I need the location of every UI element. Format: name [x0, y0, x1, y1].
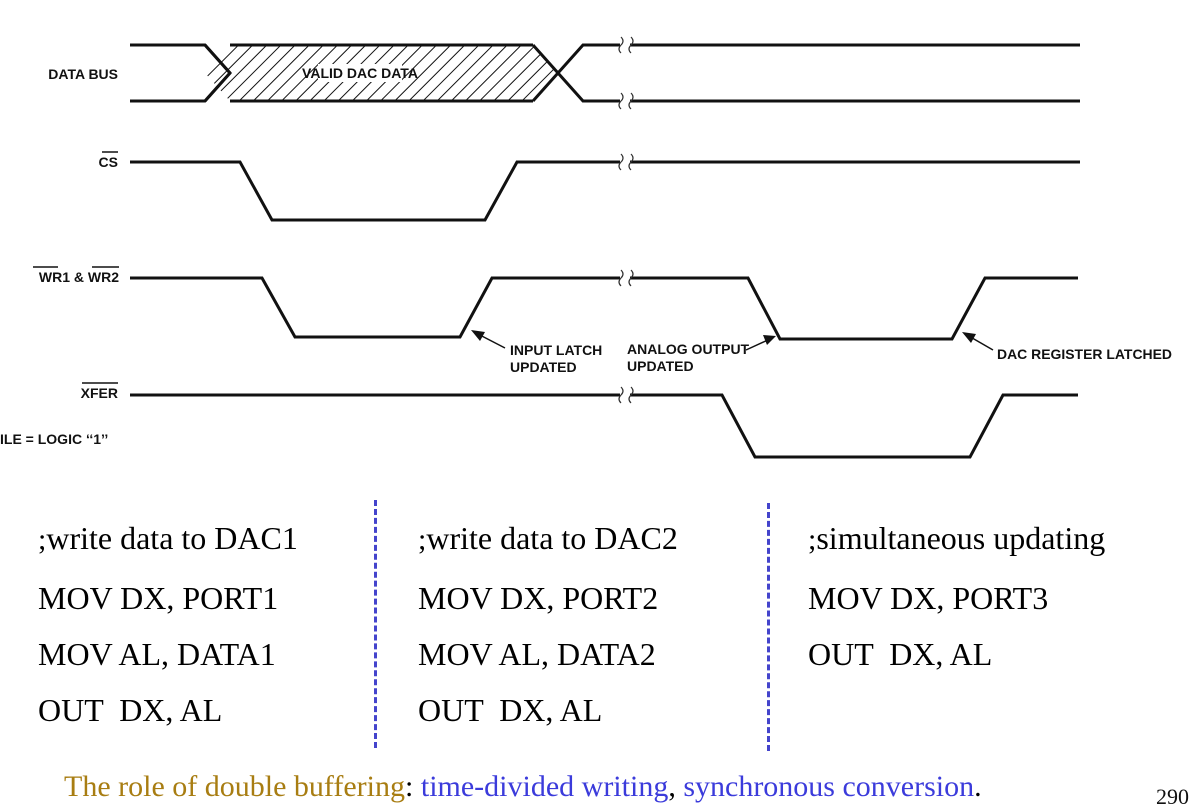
annotation-input-latch-line1: INPUT LATCH: [510, 342, 602, 358]
code-line: MOV DX, PORT2: [418, 580, 659, 616]
ile-note: ILE = LOGIC ‘‘1’’: [0, 431, 108, 447]
column-divider: [767, 503, 770, 751]
code-line: OUT DX, AL: [38, 692, 223, 728]
caption-lead: The role of double buffering: [64, 770, 406, 803]
page-number: 290: [1156, 784, 1189, 809]
annotation-analog-output-line1: ANALOG OUTPUT: [627, 341, 750, 357]
wr-waveform: [130, 276, 1078, 341]
xfer-waveform: [130, 393, 1078, 459]
annotation-analog-output-line2: UPDATED: [627, 358, 694, 374]
cs-waveform: [130, 160, 1080, 222]
code-line: MOV DX, PORT3: [808, 580, 1049, 616]
valid-data-label: VALID DAC DATA: [302, 65, 418, 81]
annotation-input-latch-line2: UPDATED: [510, 359, 577, 375]
slide-caption: The role of double buffering: time-divid…: [64, 770, 982, 804]
code-comment: ;write data to DAC1: [38, 520, 298, 556]
signal-label-wr: WR1 & WR2: [39, 269, 119, 285]
time-break-marks: [618, 36, 634, 404]
data-bus-waveform: VALID DAC DATA: [130, 43, 1080, 103]
caption-period: .: [974, 770, 982, 803]
column-divider: [374, 500, 377, 748]
timing-diagram: DATA BUS CS WR1 & WR2 XFER ILE = LOGIC ‘…: [0, 36, 1172, 459]
code-line: OUT DX, AL: [418, 692, 603, 728]
caption-comma: ,: [668, 770, 676, 803]
caption-term-synchronous: synchronous conversion: [683, 770, 975, 803]
code-line: MOV DX, PORT1: [38, 580, 279, 616]
code-line: OUT DX, AL: [808, 636, 993, 672]
caption-colon: :: [405, 770, 414, 803]
code-column-simultaneous: ;simultaneous updating MOV DX, PORT3 OUT…: [808, 520, 1105, 682]
code-comment: ;write data to DAC2: [418, 520, 678, 556]
code-line: MOV AL, DATA1: [38, 636, 276, 672]
signal-label-cs: CS: [99, 154, 118, 170]
signal-label-data-bus: DATA BUS: [48, 66, 118, 82]
code-column-dac1: ;write data to DAC1 MOV DX, PORT1 MOV AL…: [38, 520, 298, 738]
code-comment: ;simultaneous updating: [808, 520, 1106, 556]
code-column-dac2: ;write data to DAC2 MOV DX, PORT2 MOV AL…: [418, 520, 678, 738]
annotation-arrows: [471, 330, 994, 351]
annotation-dac-register: DAC REGISTER LATCHED: [997, 346, 1172, 362]
valid-label-bg: [318, 64, 402, 82]
signal-label-xfer: XFER: [81, 385, 118, 401]
code-line: MOV AL, DATA2: [418, 636, 656, 672]
caption-term-time-divided: time-divided writing: [420, 770, 669, 803]
